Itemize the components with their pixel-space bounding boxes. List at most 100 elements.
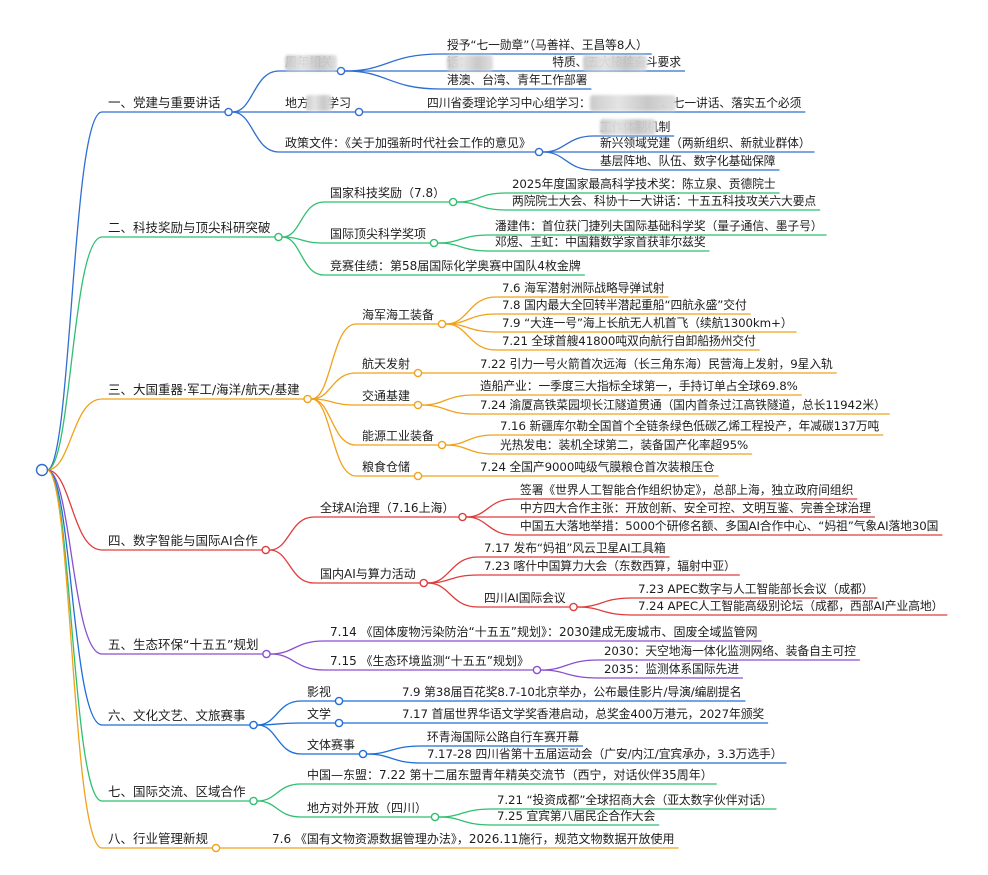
expand-toggle-dot[interactable] — [569, 602, 578, 612]
leaf-node[interactable]: 7.23 喀什中国算力大会（东数西算，辐射中亚） — [484, 559, 736, 573]
branch-node[interactable]: 竞赛佳绩：第58届国际化学奥赛中国队4枚金牌 — [330, 259, 581, 273]
leaf-node[interactable]: 邓煜、王虹：中国籍数学家首获菲尔兹奖 — [495, 235, 706, 249]
leaf-node[interactable]: 7.17 发布“妈祖”风云卫星AI工具箱 — [484, 541, 666, 555]
section-1-title[interactable]: 一、党建与重要讲话 — [108, 95, 221, 110]
leaf-node[interactable]: 7.16 新疆库尔勒全国首个全链条绿色低碳乙烯工程投产，年减碳137万吨 — [500, 419, 880, 433]
expand-toggle-dot[interactable] — [274, 232, 283, 242]
leaf-node[interactable]: 中国五大落地举措：5000个研修名额、多国AI合作中心、“妈祖”气象AI落地30… — [520, 519, 939, 533]
leaf-node[interactable]: 7.21 全球首艘41800吨双向航行自卸船扬州交付 — [502, 334, 756, 348]
expand-toggle-dot[interactable] — [534, 147, 544, 157]
leaf-node[interactable]: 四川AI国际会议 — [484, 591, 566, 605]
branch-node[interactable]: 7.15 《生态环境监测“十五五”规划》 — [330, 654, 529, 668]
connector-line — [257, 724, 302, 755]
expand-toggle-dot[interactable] — [334, 696, 344, 706]
branch-node[interactable]: 文体赛事 — [307, 738, 356, 752]
leaf-node[interactable]: 7.21 “投资成都”全球招商大会（亚太数字伙伴对话） — [497, 793, 773, 807]
leaf-node[interactable]: 7.23 APEC数字与人工智能部长会议（成都） — [638, 582, 874, 596]
leaf-node[interactable]: 7.6 海军潜射洲际战略导弹试射 — [502, 281, 665, 295]
branch-node[interactable]: 7.6 《国有文物资源数据管理办法》，2026.11施行，规范文物数据开放使用 — [272, 832, 675, 846]
leaf-node[interactable]: 造船产业：一季度三大指标全球第一，手持订单占全球69.8% — [480, 379, 798, 393]
section-7-title[interactable]: 七、国际交流、区域合作 — [108, 784, 246, 799]
expand-toggle-dot[interactable] — [532, 665, 542, 675]
leaf-node[interactable]: 环青海国际公路自行车赛开幕 — [427, 730, 580, 744]
branch-node[interactable]: 国家科技奖励（7.8） — [330, 186, 446, 200]
section-8-title[interactable]: 八、行业管理新规 — [108, 831, 209, 846]
leaf-node[interactable]: 7.8 国内最大全回转半潜起重船“四航永盛”交付 — [502, 298, 747, 312]
leaf-node[interactable]: 7.24 全国产9000吨级气膜粮仓首次装粮压仓 — [480, 460, 715, 474]
expand-toggle-dot[interactable] — [336, 66, 346, 76]
leaf-node[interactable]: 2025年度国家最高科学技术奖：陈立泉、贡德院士 — [512, 177, 776, 191]
expand-toggle-dot[interactable] — [354, 107, 364, 117]
leaf-node[interactable]: 基层阵地、队伍、数字化基础保障 — [600, 154, 776, 168]
expand-toggle-dot[interactable] — [261, 545, 271, 555]
leaf-node[interactable]: 7.24 渝厦高铁菜园坝长江隧道贯通（国内首条过江高铁隧道，总长11942米） — [480, 398, 886, 412]
section-5-title[interactable]: 五、生态环保“十五五”规划 — [108, 637, 259, 652]
connector-line — [46, 469, 103, 802]
branch-node[interactable]: 7.14 《固体废物污染防治“十五五”规划》：2030建成无废城市、固废全域监管… — [330, 625, 758, 639]
leaf-node[interactable]: 签署《世界人工智能合作组织协定》，总部上海，独立政府间组织 — [520, 483, 854, 497]
expand-toggle-dot[interactable] — [429, 238, 439, 248]
expand-toggle-dot[interactable] — [430, 812, 440, 822]
section-4-title[interactable]: 四、数字智能与国际AI合作 — [108, 533, 258, 548]
leaf-node[interactable]: 7.9 “大连一号”海上长航无人机首飞（续航1300km+） — [502, 316, 793, 330]
branch-node[interactable]: 海军海工装备 — [362, 308, 435, 322]
leaf-node[interactable]: 授予“七一勋章”（马善祥、王昌等8人） — [447, 38, 648, 52]
section-6-title[interactable]: 六、文化文艺、文旅赛事 — [108, 708, 246, 723]
expand-toggle-dot[interactable] — [358, 749, 368, 759]
section-3-title[interactable]: 三、大国重器·军工/海洋/航天/基建 — [108, 382, 300, 397]
leaf-node[interactable]: 新兴领域党建（两新组织、新就业群体） — [600, 136, 811, 150]
branch-node[interactable]: 国内AI与算力活动 — [320, 567, 416, 581]
connector-line — [257, 783, 302, 802]
branch-node[interactable]: 政策文件：《关于加强新时代社会工作的意见》 — [285, 136, 532, 150]
branch-node[interactable]: 中国—东盟：7.22 第十二届东盟青年精英交流节（西宁，对话伙伴35周年） — [307, 768, 713, 782]
expand-toggle-dot[interactable] — [262, 649, 271, 659]
leaf-node[interactable]: 2030：天空地海一体化监测网络、装备自主可控 — [604, 644, 856, 658]
expand-toggle-dot[interactable] — [458, 512, 467, 522]
expand-toggle-dot[interactable] — [249, 720, 258, 730]
branch-node[interactable]: 能源工业装备 — [362, 429, 435, 443]
leaf-node[interactable]: 潘建伟：首位获门捷列夫国际基础科学奖（量子通信、墨子号） — [495, 219, 823, 233]
leaf-node[interactable]: 7.25 宜宾第八届民企合作大会 — [497, 809, 656, 823]
expand-toggle-dot[interactable] — [303, 394, 312, 404]
expand-toggle-dot[interactable] — [413, 400, 423, 410]
expand-toggle-dot[interactable] — [211, 843, 221, 853]
section-2-title[interactable]: 二、科技奖励与顶尖科研突破 — [108, 220, 271, 235]
leaf-node[interactable]: 两院院士大会、科协十一大讲话：十五五科技攻关六大要点 — [512, 194, 817, 208]
leaf-node[interactable]: 光热发电：装机全球第二，装备国产化率超95% — [500, 438, 749, 452]
branch-node[interactable]: 交通基建 — [362, 389, 411, 403]
expand-toggle-dot[interactable] — [249, 796, 258, 806]
branch-node[interactable]: 航天发射 — [362, 357, 411, 371]
leaf-node[interactable]: 港澳、台湾、青年工作部署 — [447, 73, 588, 87]
connector-line — [457, 201, 507, 211]
connector-line — [466, 498, 515, 518]
expand-toggle-dot[interactable] — [437, 319, 447, 329]
branch-node[interactable]: 文学 — [307, 707, 332, 721]
leaf-node[interactable]: 7.17-28 四川省第十五届运动会（广安/内江/宜宾承办，3.3万选手） — [427, 747, 783, 761]
connector-line — [367, 753, 422, 764]
branch-node[interactable]: 粮食仓储 — [362, 460, 411, 474]
branch-node[interactable]: 影视 — [307, 685, 332, 699]
connector-line — [345, 53, 442, 72]
expand-toggle-dot[interactable] — [419, 578, 429, 588]
expand-toggle-dot[interactable] — [448, 197, 458, 207]
branch-node[interactable]: 国际顶尖科学奖项 — [330, 227, 427, 241]
leaf-node[interactable]: 7.17 首届世界华语文学奖香港启动，总奖金400万港元，2027年颁奖 — [402, 707, 765, 721]
expand-toggle-dot[interactable] — [437, 440, 447, 450]
connector-line — [438, 242, 490, 252]
connector-line — [269, 516, 315, 551]
leaf-node[interactable]: 7.24 APEC人工智能高级别论坛（成都，西部AI产业高地） — [638, 599, 944, 613]
expand-toggle-dot[interactable] — [413, 368, 423, 378]
leaf-node[interactable]: 中方四大合作主张：开放创新、安全可控、文明互鉴、完善全球治理 — [520, 501, 871, 515]
expand-toggle-dot[interactable] — [224, 107, 233, 117]
expand-toggle-dot[interactable] — [35, 463, 49, 477]
expand-toggle-dot[interactable] — [334, 718, 344, 728]
branch-node[interactable]: 地方对外开放（四川） — [307, 801, 428, 815]
connector-line — [46, 469, 103, 655]
expand-toggle-dot[interactable] — [413, 471, 423, 481]
leaf-node[interactable]: 7.9 第38届百花奖8.7-10北京举办，公布最佳影片/导演/编剧提名 — [402, 685, 742, 699]
branch-node[interactable]: 全球AI治理（7.16上海） — [320, 501, 455, 515]
leaf-node[interactable]: 2035：监测体系国际先进 — [604, 662, 739, 676]
connector-line — [446, 434, 495, 446]
leaf-node[interactable]: 7.22 引力一号火箭首次远海（长三角东海）民营海上发射，9星入轨 — [480, 357, 833, 371]
